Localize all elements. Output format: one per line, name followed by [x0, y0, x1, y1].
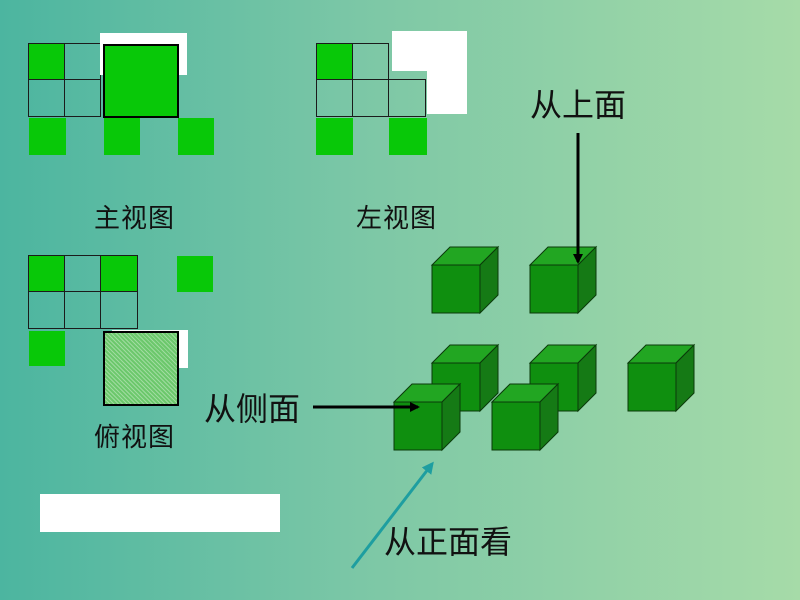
- white-patch: [392, 31, 467, 71]
- arrow-from-front: [350, 461, 434, 569]
- grid-cell: [100, 291, 138, 329]
- option-square: [389, 118, 427, 155]
- front-view-label: 主视图: [94, 204, 176, 234]
- cube: [528, 245, 598, 315]
- grid-cell: [316, 43, 353, 80]
- option-square: [29, 118, 66, 155]
- from-front-label: 从正面看: [384, 523, 513, 561]
- grid-cell: [64, 79, 101, 117]
- white-patch: [427, 70, 467, 114]
- cube: [392, 382, 462, 452]
- option-square: [316, 118, 353, 155]
- answer-square: [103, 331, 179, 406]
- left-view-label: 左视图: [356, 204, 438, 234]
- option-square: [178, 118, 214, 155]
- grid-cell: [100, 255, 138, 292]
- grid-cell: [28, 43, 65, 80]
- answer-square: [103, 44, 179, 118]
- cube: [626, 343, 696, 413]
- top-view-label: 俯视图: [94, 423, 176, 453]
- from-top-label: 从上面: [530, 86, 627, 124]
- option-square: [29, 331, 65, 366]
- grid-cell: [388, 79, 426, 117]
- answer-box: [40, 494, 280, 532]
- cube: [490, 382, 560, 452]
- option-square: [177, 256, 213, 292]
- cube: [430, 245, 500, 315]
- option-square: [104, 118, 140, 155]
- from-side-label: 从侧面: [204, 390, 301, 428]
